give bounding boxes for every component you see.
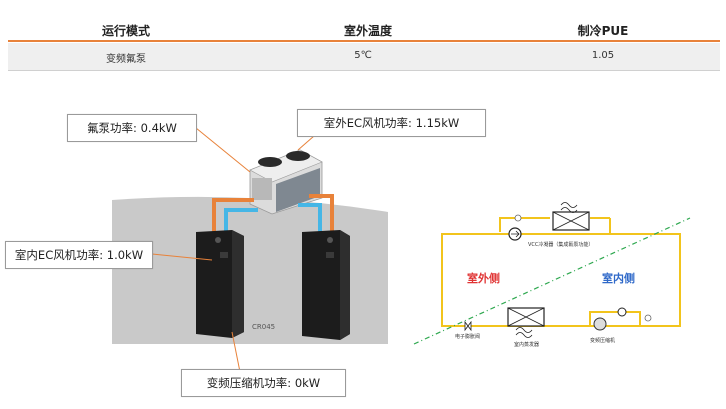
cell-outdoor-temp: 5℃	[354, 50, 372, 61]
condenser-label: VCC冷凝器（集成氟泵功能）	[528, 242, 594, 248]
indoor-unit-left	[196, 230, 244, 338]
header-pue: 制冷PUE	[577, 24, 629, 38]
outdoor-condenser	[249, 149, 323, 215]
pipe-loop	[441, 233, 681, 327]
callout-outdoor-fan: 室外EC风机功率: 1.15kW	[297, 109, 486, 137]
evaporator-label: 室内蒸发器	[514, 342, 540, 348]
cell-pue: 1.05	[591, 50, 615, 61]
cell-mode: 变频氟泵	[106, 54, 146, 65]
fan-icon	[286, 151, 310, 161]
boundary-line	[413, 217, 691, 345]
check-valve-icon	[644, 314, 652, 322]
refrigerant-schematic	[413, 202, 691, 345]
refrigerant-pipes	[212, 194, 334, 240]
indoor-side-label: 室内侧	[602, 272, 635, 285]
check-valve-icon	[514, 214, 522, 222]
mode-table: 运行模式 室外温度 制冷PUE 变频氟泵 5℃ 1.05	[8, 22, 720, 71]
compressor-icon	[593, 317, 607, 331]
fan-icon	[560, 202, 578, 213]
table-header: 运行模式 室外温度 制冷PUE	[8, 22, 720, 40]
outdoor-side-label: 室外侧	[467, 272, 500, 285]
callout-indoor-fan: 室内EC风机功率: 1.0kW	[5, 241, 153, 269]
unit-model-label: CR045	[252, 323, 276, 331]
header-mode: 运行模式	[101, 24, 151, 38]
fan-icon	[258, 157, 282, 167]
pump-icon	[617, 307, 627, 317]
compressor-label: 变频压缩机	[590, 338, 616, 344]
indoor-unit-right	[302, 230, 350, 340]
callout-compressor: 变频压缩机功率: 0kW	[181, 369, 346, 397]
fan-icon	[515, 327, 533, 338]
valve-label: 电子膨胀阀	[455, 334, 481, 340]
condenser-box	[499, 202, 611, 234]
header-divider	[8, 40, 720, 42]
expansion-valve-icon	[464, 320, 472, 332]
header-outdoor-temp: 室外温度	[343, 24, 393, 38]
table-row: 变频氟泵 5℃ 1.05	[8, 43, 720, 71]
callout-fluorine-pump: 氟泵功率: 0.4kW	[67, 114, 197, 142]
